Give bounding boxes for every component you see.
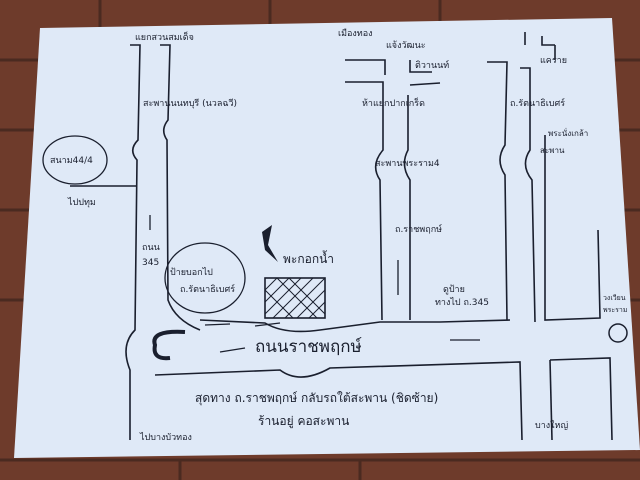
sign-circle (164, 242, 246, 314)
label-see-sign-b: ทางไป ถ.345 (435, 297, 489, 308)
label-muang-thong: เมืองทอง (338, 28, 373, 39)
label-pak-kret-junction: ห้าแยกปากเกร็ด (362, 96, 425, 109)
label-tiwanon: ติวานนท์ (415, 59, 449, 71)
label-chaeng-watthana: แจ้งวัฒนะ (386, 40, 426, 51)
label-khae-rai: แคราย (540, 56, 567, 66)
label-ratchaphruek-short: ถ.ราชพฤกษ์ (395, 223, 442, 235)
label-stadium: สนาม44/4 (50, 156, 93, 166)
label-rattanathibet: ถ.รัตนาธิเบศร์ (510, 97, 565, 109)
label-sign-a: ป้ายบอกไป (170, 267, 213, 278)
label-road-345-a: ถนน (142, 243, 160, 253)
label-phra-nang-klao: พระนั่งเกล้า (548, 127, 588, 138)
label-junction-suan-somdet: แยกสวนสมเด็จ (135, 30, 194, 43)
hatched-building (264, 277, 326, 319)
label-to-pathum: ไปปทุม (67, 197, 96, 208)
directions-line-2: ร้านอยู่ คอสะพาน (258, 414, 349, 429)
direction-arrows (149, 215, 480, 353)
compass-icon (262, 225, 278, 262)
directions-line-1: สุดทาง ถ.ราชพฤกษ์ กลับรถใต้สะพาน (ชิดซ้า… (195, 391, 438, 406)
label-bang-yai: บางใหญ่ (535, 420, 568, 431)
label-road-345-b: 345 (142, 258, 159, 268)
stadium-circle (42, 135, 108, 185)
label-roundabout-a: วงเวียน (603, 294, 626, 302)
label-nonthaburi-bridge: สะพานนนทบุรี (นวลฉวี) (143, 98, 237, 109)
paper-sheet (14, 18, 640, 458)
label-rama4-bridge: สะพานพระราม4 (375, 159, 440, 169)
label-sign-b: ถ.รัตนาธิเบศร์ (180, 283, 235, 295)
road-lines (70, 32, 613, 441)
label-to-bang-bua-thong: ไปบางบัวทอง (139, 432, 192, 443)
u-turn-arrow-icon (152, 329, 186, 361)
label-bridge: สะพาน (540, 146, 565, 155)
label-main-road: ถนนราชพฤกษ์ (255, 337, 362, 357)
label-landmark: พะกอกน้ำ (283, 250, 334, 266)
roundabout-circle (608, 323, 628, 343)
label-see-sign-a: ดูป้าย (443, 284, 465, 295)
label-roundabout-b: พระราม (603, 306, 627, 314)
